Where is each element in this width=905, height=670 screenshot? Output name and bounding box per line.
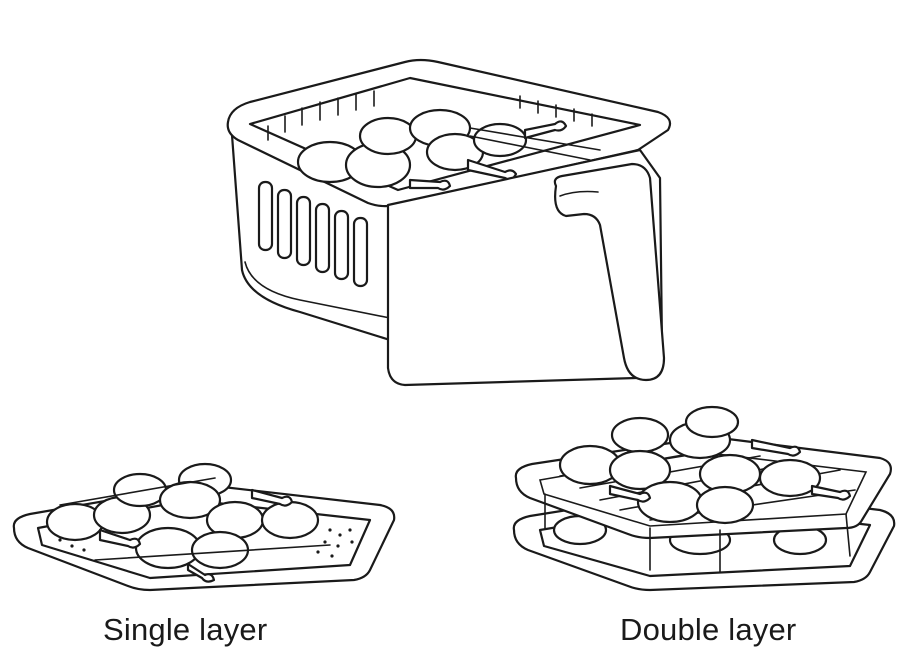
side-vents	[257, 180, 369, 288]
air-fryer-basket-icon	[226, 58, 672, 387]
single-layer-rack-icon	[12, 462, 396, 592]
double-drumsticks	[558, 405, 852, 525]
double-layer-rack-icon	[512, 405, 896, 592]
caption-single-layer: Single layer	[103, 612, 268, 647]
tray-perforations	[58, 528, 354, 558]
caption-double-layer: Double layer	[620, 612, 797, 647]
